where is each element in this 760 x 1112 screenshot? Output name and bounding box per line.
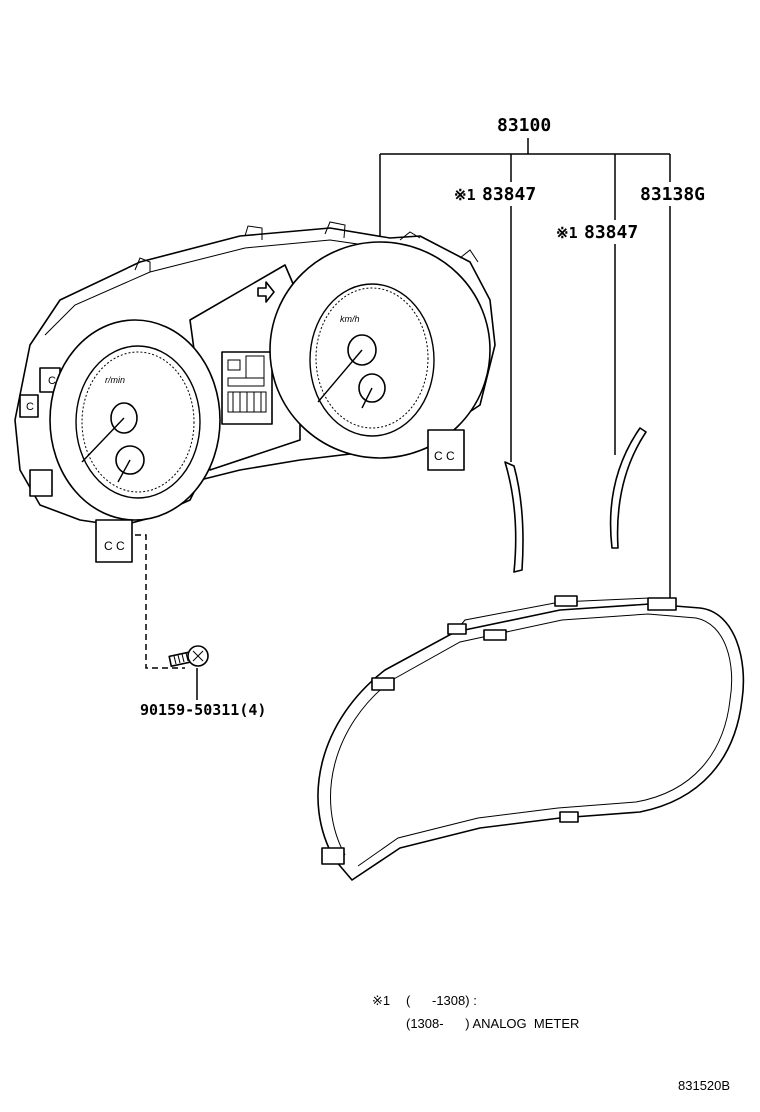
callout-90159-50311: 90159-50311(4) [140,701,266,719]
footnote-line1: ( -1308) : [406,993,477,1008]
left-gauge-unit: r/min [105,375,125,385]
leader-lines [135,138,671,700]
lens-strip-right [609,427,647,549]
ref-mark-1: ※1 [454,186,476,204]
meter-assembly: C C r/min [14,221,496,563]
footnote-mark: ※1 [372,993,390,1008]
right-clip-label: C C [434,449,455,463]
svg-text:C: C [26,401,34,413]
left-clip-label: C C [104,539,125,553]
left-gauge: r/min [49,319,221,521]
footnote: ※1 ( -1308) : (1308- ) ANALOG METER [372,993,579,1031]
callout-83847-right: 83847 [584,222,638,243]
right-gauge: km/h [269,241,491,459]
arrow-icon [257,281,275,303]
svg-text:C: C [48,375,56,387]
ref-mark-2: ※1 [556,224,578,242]
callout-83100: 83100 [497,115,551,136]
callout-83138g: 83138G [640,184,705,205]
clip-icon: C C C C [95,429,465,563]
screw-icon [168,645,209,667]
meter-glass [317,595,745,881]
callout-83847-left: 83847 [482,184,536,205]
callout-labels: 83100 ※1 83847 ※1 83847 83138G 90159-503… [140,115,705,719]
footnote-line2: (1308- ) ANALOG METER [406,1016,579,1031]
diagram-id: 831520B [678,1078,730,1093]
right-gauge-unit: km/h [340,314,360,324]
lens-strip-left [504,461,524,573]
